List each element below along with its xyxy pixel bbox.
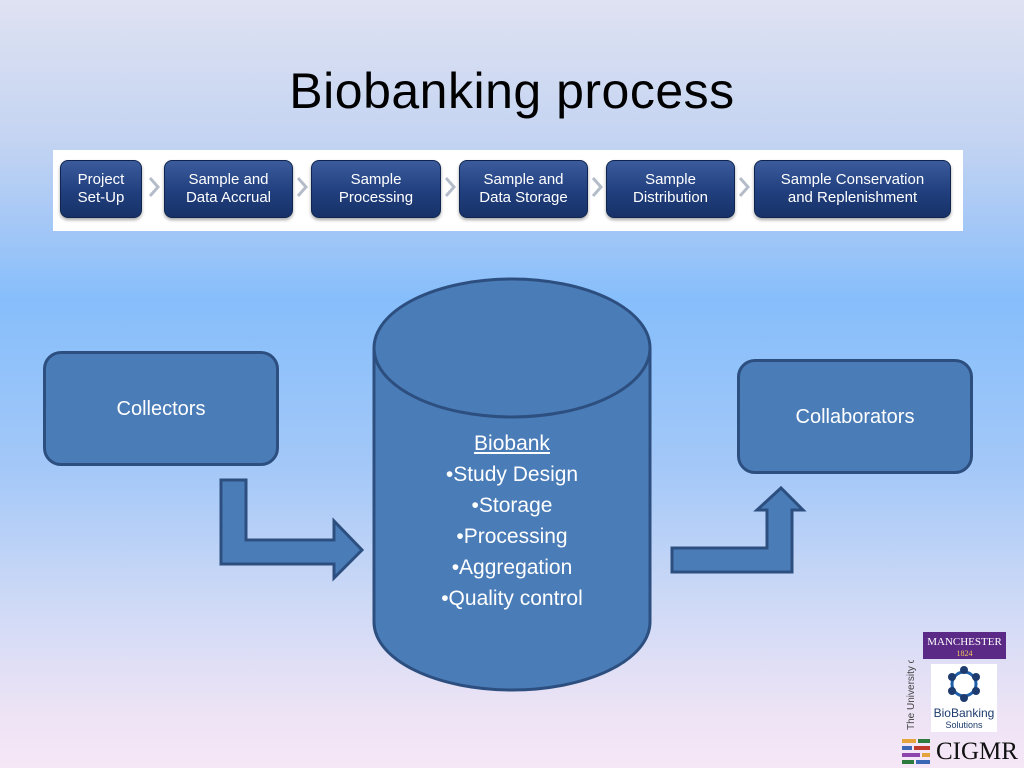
- manchester-logo: MANCHESTER 1824: [923, 632, 1006, 659]
- biobank-content: Biobank •Study Design •Storage •Processi…: [374, 428, 650, 614]
- cigmr-logo: CIGMR: [900, 736, 1024, 766]
- biobanking-network-icon: [948, 666, 980, 702]
- collaborators-label: Collaborators: [795, 406, 915, 428]
- biobank-item-quality-control: •Quality control: [441, 587, 583, 610]
- chevron-right-icon: [148, 177, 160, 197]
- slide-title: Biobanking process: [289, 63, 735, 119]
- step-sample-conservation: Sample Conservation and Replenishment: [754, 160, 951, 218]
- collectors-to-biobank-arrow: [219, 478, 365, 582]
- svg-text:The University of Manchester: The University of Manchester: [906, 660, 917, 730]
- chevron-right-icon: [738, 177, 750, 197]
- step-project-setup: Project Set-Up: [60, 160, 142, 218]
- chevron-right-icon: [444, 177, 456, 197]
- collectors-box: Collectors: [43, 351, 279, 466]
- process-strip: Project Set-Up Sample and Data Accrual S…: [53, 150, 963, 231]
- collaborators-box: Collaborators: [737, 359, 973, 474]
- step-sample-distribution: Sample Distribution: [606, 160, 735, 218]
- biobank-item-storage: •Storage: [471, 494, 553, 517]
- biobank-to-collaborators-arrow: [670, 485, 807, 574]
- collectors-label: Collectors: [116, 398, 206, 420]
- university-of-manchester-text: The University of Manchester: [906, 660, 917, 730]
- step-sample-processing: Sample Processing: [311, 160, 441, 218]
- biobank-heading: Biobank: [474, 432, 550, 455]
- biobank-cylinder: [372, 277, 652, 692]
- chevron-right-icon: [296, 177, 308, 197]
- step-sample-data-storage: Sample and Data Storage: [459, 160, 588, 218]
- biobanking-solutions-logo: BioBanking Solutions: [931, 664, 997, 732]
- biobank-item-aggregation: •Aggregation: [451, 556, 573, 579]
- cigmr-bars-icon: [902, 739, 930, 764]
- biobank-item-processing: •Processing: [456, 525, 568, 548]
- chevron-right-icon: [591, 177, 603, 197]
- step-sample-data-accrual: Sample and Data Accrual: [164, 160, 293, 218]
- biobank-item-study-design: •Study Design: [445, 463, 579, 486]
